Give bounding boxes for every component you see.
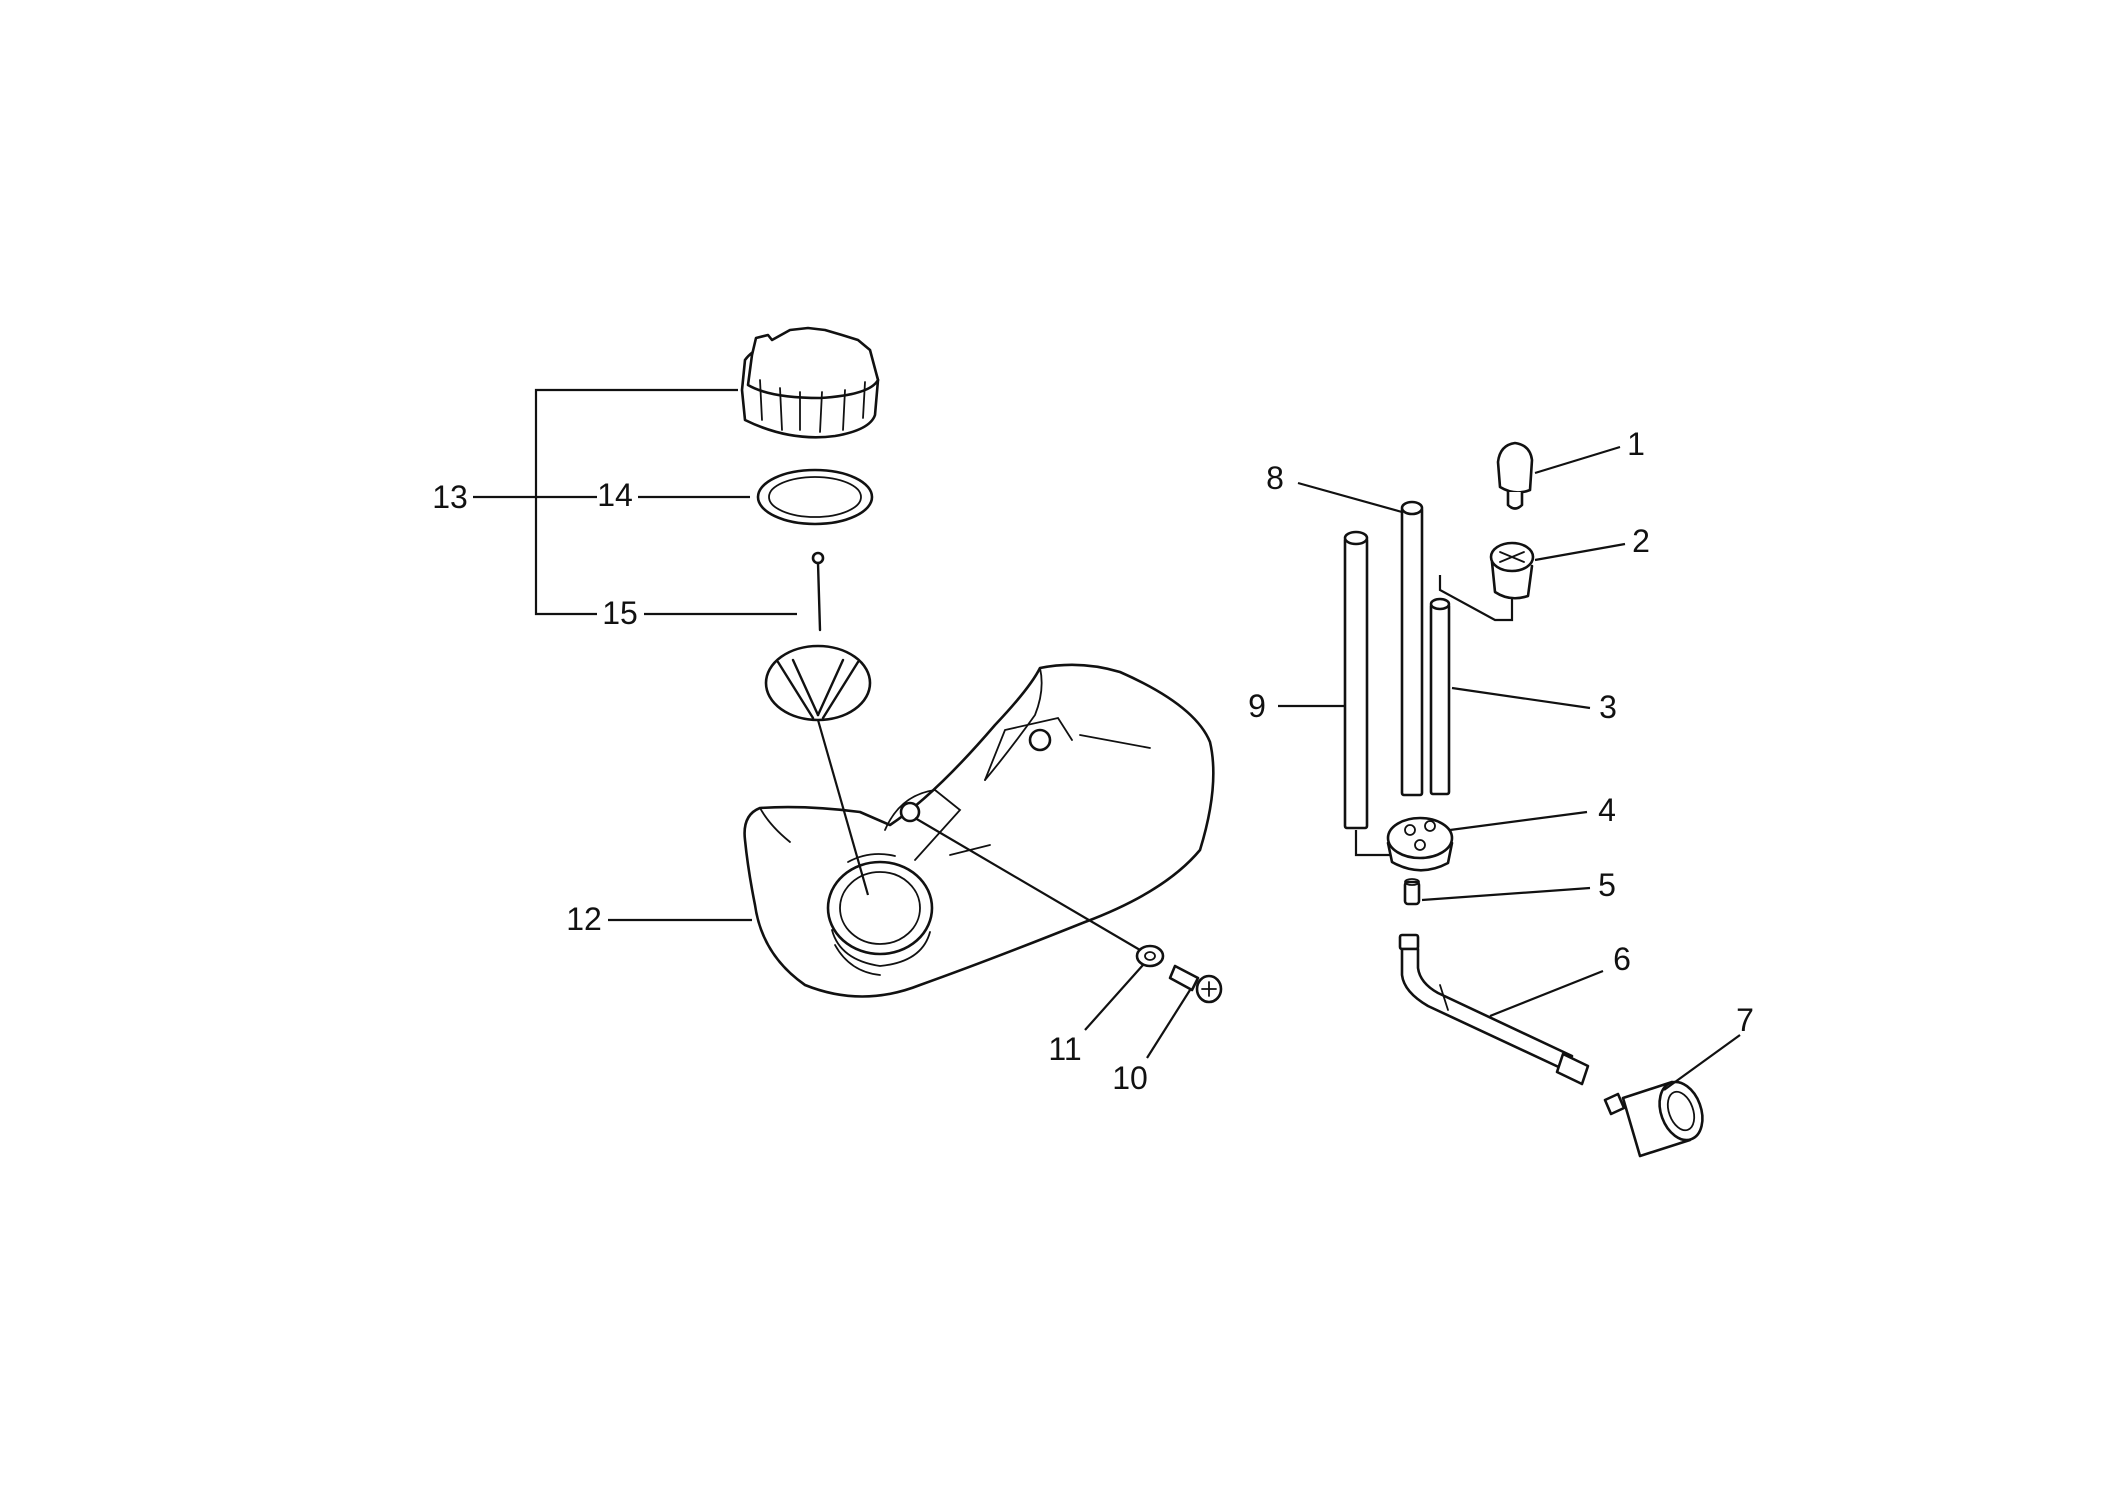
grommet xyxy=(1386,816,1454,872)
label-4: 4 xyxy=(1598,792,1616,828)
label-15: 15 xyxy=(602,595,638,631)
primer-bulb xyxy=(1496,441,1534,510)
label-11: 11 xyxy=(1048,1031,1081,1067)
fuel-pipe xyxy=(1398,933,1590,1086)
cap-gasket xyxy=(756,468,874,526)
label-10: 10 xyxy=(1112,1060,1148,1096)
fuel-tube-3 xyxy=(1429,597,1451,796)
fuel-tank xyxy=(743,663,1215,998)
fuel-tube-8 xyxy=(1400,500,1424,797)
washer xyxy=(1135,944,1165,968)
label-3: 3 xyxy=(1599,689,1617,725)
fuel-filter xyxy=(1603,1080,1704,1158)
label-1: 1 xyxy=(1627,426,1645,462)
label-12: 12 xyxy=(566,901,602,937)
label-7: 7 xyxy=(1736,1002,1754,1038)
fuel-strainer xyxy=(764,551,872,722)
label-5: 5 xyxy=(1598,867,1616,903)
bolt xyxy=(1168,964,1223,1004)
label-8: 8 xyxy=(1266,460,1284,496)
label-9: 9 xyxy=(1248,688,1266,724)
fuel-tube-9 xyxy=(1343,530,1369,830)
label-2: 2 xyxy=(1632,523,1650,559)
label-6: 6 xyxy=(1613,941,1631,977)
valve-cap xyxy=(1489,541,1535,600)
label-13: 13 xyxy=(432,479,468,515)
fuel-cap xyxy=(740,326,880,439)
leader-lines xyxy=(473,388,1741,1091)
label-14: 14 xyxy=(597,477,633,513)
callout-labels: 1 2 3 4 5 6 7 8 9 10 11 12 13 14 15 xyxy=(432,426,1754,1096)
connector xyxy=(1403,878,1421,906)
